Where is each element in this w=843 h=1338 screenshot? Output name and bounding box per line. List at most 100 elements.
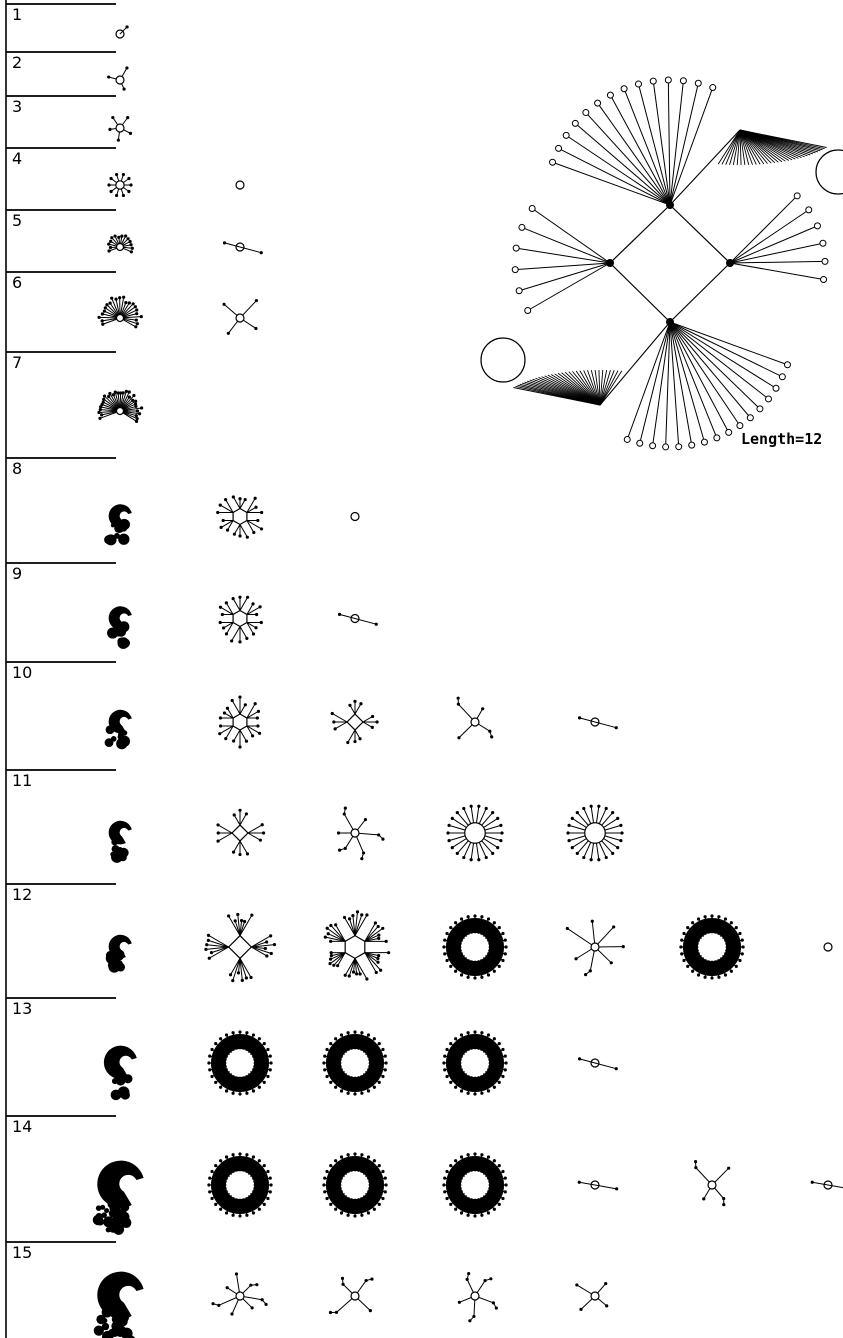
leaf-node — [680, 952, 684, 956]
featured-fan-edge — [519, 262, 611, 292]
leaf-node — [238, 852, 242, 857]
featured-comb-edge — [717, 129, 741, 165]
core-cycle — [232, 609, 248, 628]
leaf-node — [132, 393, 136, 398]
branch-edge — [246, 497, 256, 513]
leaf-node — [486, 1211, 491, 1215]
row-14: 14 — [6, 1115, 843, 1235]
leaf-node — [225, 528, 230, 532]
featured-fan-edge — [669, 321, 693, 446]
featured-leaf-node — [746, 414, 754, 422]
leaf-node — [372, 1159, 376, 1163]
dense-cluster-fragment — [110, 523, 115, 528]
leaf-node — [231, 1091, 235, 1095]
leaf-node — [236, 912, 240, 917]
featured-fan-edge — [623, 88, 671, 206]
root-node — [823, 1180, 833, 1190]
leaf-node — [231, 596, 235, 601]
leaf-node — [377, 1080, 381, 1084]
leaf-node — [268, 1176, 272, 1180]
leaf-node — [134, 404, 138, 409]
featured-fan-edge — [558, 147, 671, 206]
leaf-node — [445, 958, 449, 963]
leaf-node — [503, 1176, 507, 1180]
leaf-node — [686, 964, 690, 968]
leaf-node — [480, 1213, 484, 1217]
root-node — [590, 717, 600, 727]
leaf-node — [459, 1155, 464, 1159]
leaf-node — [492, 921, 496, 925]
leaf-node — [269, 951, 273, 956]
branch-edge — [348, 958, 356, 977]
branch-edge — [239, 524, 248, 538]
leaf-node — [355, 910, 360, 914]
leaf-node — [133, 305, 137, 309]
leaf-node — [445, 1047, 449, 1052]
leaf-node — [484, 855, 488, 860]
isolated-node — [823, 942, 833, 952]
featured-comb-edge — [583, 370, 601, 406]
leaf-node — [107, 242, 111, 246]
tree-glyph — [693, 1160, 731, 1207]
leaf-node — [225, 706, 230, 710]
leaf-node — [240, 978, 244, 983]
tree-glyph — [107, 66, 129, 91]
leaf-node — [477, 858, 481, 862]
leaf-node — [359, 702, 363, 706]
leaf-node — [216, 839, 220, 843]
leaf-node — [210, 1196, 214, 1201]
featured-fan-edge — [729, 209, 810, 264]
leaf-node — [473, 1030, 477, 1034]
leaf-node — [98, 416, 102, 420]
leaf-node — [109, 176, 113, 181]
leaf-node — [252, 530, 256, 535]
leaf-node — [269, 934, 273, 938]
leaf-node — [323, 1068, 327, 1072]
featured-fan-edge — [729, 195, 798, 264]
leaf-node — [238, 595, 242, 599]
leaf-node — [449, 1080, 453, 1084]
cluster-hole — [119, 1174, 138, 1193]
row-label: 15 — [12, 1243, 32, 1262]
leaf-node — [501, 958, 505, 963]
leaf-node — [383, 1190, 387, 1194]
leaf-node — [332, 963, 336, 967]
branch-edge — [354, 703, 362, 715]
leaf-node — [343, 973, 347, 977]
ring-center — [461, 1171, 489, 1199]
tree-glyph — [457, 1271, 498, 1323]
featured-fan-edge — [637, 83, 671, 206]
featured-leaf-node — [765, 395, 773, 403]
branch-edge — [224, 712, 234, 719]
tree-glyph — [322, 1030, 388, 1096]
featured-leaf-node — [694, 79, 702, 87]
leaf-node — [116, 138, 120, 142]
leaf-node — [497, 1202, 501, 1206]
leaf-node — [456, 696, 460, 700]
leaf-node — [129, 243, 133, 247]
leaf-node — [250, 913, 254, 917]
leaf-node — [135, 312, 139, 316]
row-label: 14 — [12, 1117, 32, 1136]
tree-glyph — [456, 696, 494, 740]
leaf-node — [124, 301, 128, 305]
leaf-node — [492, 1159, 496, 1163]
root-node — [235, 1291, 245, 1301]
featured-fan-edge — [667, 80, 671, 206]
featured-comb-edge — [739, 129, 750, 165]
leaf-node — [445, 931, 449, 936]
leaf-node — [134, 325, 138, 329]
branch-edge — [224, 242, 241, 248]
leaf-node — [334, 923, 338, 927]
leaf-node — [125, 25, 129, 29]
leaf-node — [231, 850, 236, 854]
leaf-node — [207, 956, 211, 960]
leaf-node — [224, 1155, 229, 1159]
leaf-node — [360, 1153, 364, 1157]
leaf-node — [107, 183, 111, 187]
leaf-node — [372, 1207, 376, 1211]
branch-edge — [239, 958, 243, 981]
branch-edge — [251, 941, 267, 948]
branch-edge — [239, 704, 246, 715]
root-node — [115, 242, 125, 252]
